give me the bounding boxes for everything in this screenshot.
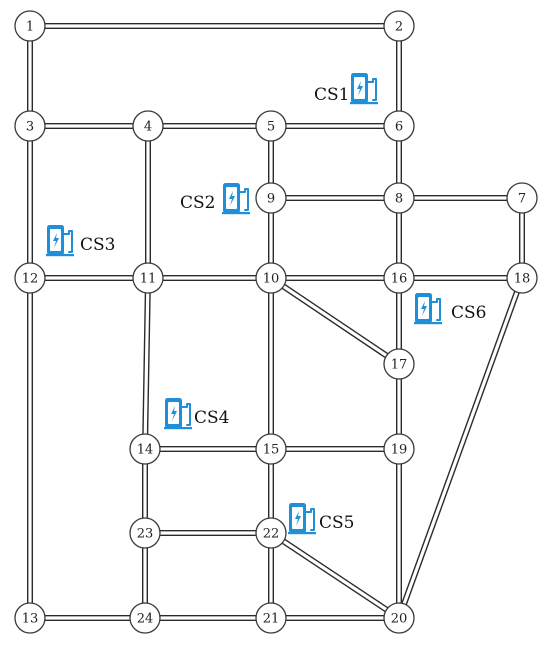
node-3: 3 xyxy=(14,110,46,142)
node-label: 9 xyxy=(267,192,275,207)
node-circle xyxy=(506,262,538,294)
node-16: 16 xyxy=(383,262,415,294)
node-label: 18 xyxy=(514,272,531,287)
node-5: 5 xyxy=(255,110,287,142)
node-14: 14 xyxy=(129,433,161,465)
node-label: 22 xyxy=(263,527,280,542)
node-label: 19 xyxy=(391,443,408,458)
node-circle xyxy=(14,262,46,294)
node-23: 23 xyxy=(129,517,161,549)
node-circle xyxy=(255,433,287,465)
charging-station-cs5: CS5 xyxy=(288,503,354,535)
node-9: 9 xyxy=(255,182,287,214)
node-label: 5 xyxy=(267,120,275,135)
charging-station-cs1: CS1 xyxy=(314,73,378,105)
node-label: 16 xyxy=(391,272,408,287)
node-10: 10 xyxy=(255,262,287,294)
node-circle xyxy=(383,602,415,634)
charging-station-label: CS5 xyxy=(319,513,354,533)
ev-charging-station-icon xyxy=(222,183,250,215)
road-segments xyxy=(27,23,525,621)
node-18: 18 xyxy=(506,262,538,294)
node-circle xyxy=(255,110,287,142)
road-22-20 xyxy=(269,530,401,621)
node-20: 20 xyxy=(383,602,415,634)
node-circle xyxy=(14,110,46,142)
charging-station-label: CS2 xyxy=(180,193,215,213)
node-24: 24 xyxy=(129,602,161,634)
node-1: 1 xyxy=(14,10,46,42)
node-circle xyxy=(132,262,164,294)
node-circle xyxy=(255,262,287,294)
node-label: 17 xyxy=(391,358,408,373)
node-label: 1 xyxy=(26,20,34,35)
node-label: 6 xyxy=(395,120,403,135)
node-circle xyxy=(129,517,161,549)
node-circle xyxy=(14,10,46,42)
node-17: 17 xyxy=(383,348,415,380)
charging-station-cs3: CS3 xyxy=(46,225,115,257)
node-13: 13 xyxy=(14,602,46,634)
node-label: 12 xyxy=(22,272,39,287)
road-11-14 xyxy=(142,277,151,450)
ev-charging-station-icon xyxy=(288,503,316,535)
node-circle xyxy=(129,433,161,465)
charging-station-label: CS1 xyxy=(314,85,349,105)
node-circle xyxy=(383,348,415,380)
node-6: 6 xyxy=(383,110,415,142)
node-circle xyxy=(255,182,287,214)
node-label: 2 xyxy=(395,20,403,35)
node-21: 21 xyxy=(255,602,287,634)
node-label: 8 xyxy=(395,192,403,207)
node-8: 8 xyxy=(383,182,415,214)
node-15: 15 xyxy=(255,433,287,465)
charging-station-label: CS4 xyxy=(194,408,229,428)
ev-charging-station-icon xyxy=(46,225,74,257)
node-label: 20 xyxy=(391,612,408,627)
node-label: 15 xyxy=(263,443,280,458)
node-label: 13 xyxy=(22,612,39,627)
node-circle xyxy=(255,517,287,549)
node-label: 10 xyxy=(263,272,280,287)
node-12: 12 xyxy=(14,262,46,294)
node-11: 11 xyxy=(132,262,164,294)
node-label: 7 xyxy=(518,192,526,207)
ev-charging-station-icon xyxy=(350,73,378,105)
node-label: 14 xyxy=(137,443,154,458)
node-label: 4 xyxy=(144,120,152,135)
node-circle xyxy=(383,262,415,294)
road-10-17 xyxy=(269,275,401,367)
node-circle xyxy=(506,182,538,214)
charging-station-label: CS3 xyxy=(80,235,115,255)
node-19: 19 xyxy=(383,433,415,465)
node-label: 24 xyxy=(137,612,154,627)
node-2: 2 xyxy=(383,10,415,42)
node-circle xyxy=(255,602,287,634)
node-circle xyxy=(132,110,164,142)
charging-station-cs6: CS6 xyxy=(414,293,486,325)
node-label: 11 xyxy=(140,272,157,287)
node-circle xyxy=(14,602,46,634)
charging-station-cs2: CS2 xyxy=(180,183,250,215)
charging-station-label: CS6 xyxy=(451,303,486,323)
node-circle xyxy=(383,182,415,214)
node-circle xyxy=(383,433,415,465)
node-4: 4 xyxy=(132,110,164,142)
node-circle xyxy=(383,110,415,142)
node-label: 3 xyxy=(26,120,34,135)
road-18-20 xyxy=(396,276,525,620)
ev-charging-station-icon xyxy=(164,398,192,430)
node-label: 23 xyxy=(137,527,154,542)
node-circle xyxy=(129,602,161,634)
ev-charging-station-icon xyxy=(414,293,442,325)
node-7: 7 xyxy=(506,182,538,214)
node-circle xyxy=(383,10,415,42)
node-label: 21 xyxy=(263,612,280,627)
node-22: 22 xyxy=(255,517,287,549)
charging-station-cs4: CS4 xyxy=(164,398,229,430)
